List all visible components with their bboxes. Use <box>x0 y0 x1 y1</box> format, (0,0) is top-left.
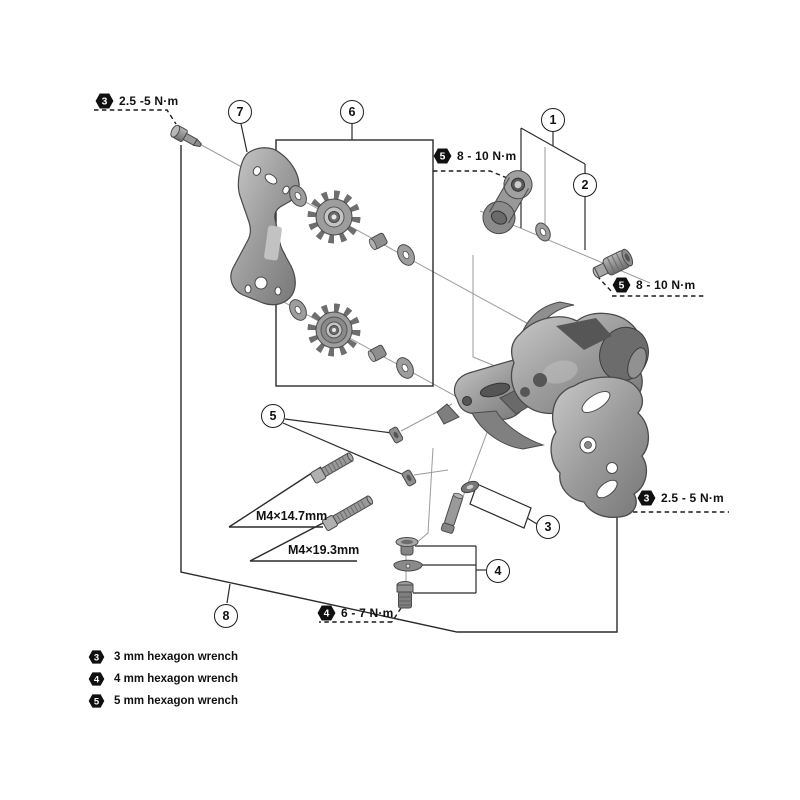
washer <box>289 299 307 321</box>
callout-leader-lines <box>226 123 586 604</box>
torque-value: 8 - 10 N·m <box>636 278 696 292</box>
cage-assembly-outline <box>180 145 618 633</box>
wrench-size: 4 <box>94 674 100 685</box>
callout-5: 5 <box>261 404 285 428</box>
hex-wrench-badge: 5 <box>612 277 631 293</box>
hex-wrench-badge: 4 <box>88 672 105 686</box>
torque-note-1: 3 2.5 -5 N·m <box>95 93 178 109</box>
wrench-size: 3 <box>102 97 108 108</box>
nut-plate <box>401 469 417 487</box>
torque-note-2: 5 8 - 10 N·m <box>433 148 516 164</box>
mount-bolt <box>592 248 634 279</box>
callout-8: 8 <box>214 604 238 628</box>
torque-note-4: 3 2.5 - 5 N·m <box>637 490 724 506</box>
callout-6: 6 <box>340 100 364 124</box>
cable-saddle-plate <box>393 559 423 572</box>
torque-note-3: 5 8 - 10 N·m <box>612 277 695 293</box>
hex-wrench-badge: 4 <box>317 605 336 621</box>
hex-wrench-badge: 3 <box>637 490 656 506</box>
hex-wrench-badge: 3 <box>88 650 105 664</box>
wrench-size: 5 <box>619 281 625 292</box>
callout-1: 1 <box>541 108 565 132</box>
torque-note-5: 4 6 - 7 N·m <box>317 605 393 621</box>
torque-value: 2.5 - 5 N·m <box>661 491 724 505</box>
axle-washer <box>535 222 551 242</box>
callout-3: 3 <box>536 515 560 539</box>
cable-cap <box>395 537 419 556</box>
washer <box>396 357 414 379</box>
hex-wrench-badge: 5 <box>88 694 105 708</box>
legend-row-5mm: 5 5 mm hexagon wrench <box>88 690 238 712</box>
wrench-size: 3 <box>644 494 650 505</box>
legend-row-3mm: 3 3 mm hexagon wrench <box>88 646 238 668</box>
adjust-screw-long <box>321 495 374 531</box>
adjust-screw-short <box>310 452 354 484</box>
callout-7: 7 <box>228 100 252 124</box>
pulley-wheel <box>307 303 361 357</box>
dimension-label-2: M4×19.3mm <box>288 543 360 557</box>
bracket-axle-link <box>482 170 533 235</box>
wrench-size: 5 <box>94 696 99 707</box>
inner-cage-plate <box>230 147 300 306</box>
pulley-wheel <box>307 190 361 244</box>
wrench-size: 4 <box>324 609 330 620</box>
washer <box>397 244 415 266</box>
stud-bolt <box>440 492 464 534</box>
hex-wrench-badge: 3 <box>95 93 114 109</box>
wrench-legend: 3 3 mm hexagon wrench 4 4 mm hexagon wre… <box>88 646 238 712</box>
nut-plate <box>388 426 404 444</box>
callout-2: 2 <box>573 173 597 197</box>
torque-value: 8 - 10 N·m <box>457 149 517 163</box>
torque-value: 2.5 -5 N·m <box>119 94 179 108</box>
legend-label: 4 mm hexagon wrench <box>114 673 238 685</box>
cone-washer <box>460 480 480 494</box>
washer <box>289 185 307 207</box>
derailleur-body <box>436 301 649 519</box>
bushing <box>367 344 387 363</box>
legend-label: 5 mm hexagon wrench <box>114 695 238 707</box>
torque-value: 6 - 7 N·m <box>341 606 394 620</box>
plate-bolt-top <box>170 124 202 148</box>
bushing <box>368 232 388 251</box>
tension-pulley-assembly <box>289 299 414 379</box>
cable-clamp-bolt <box>396 581 414 609</box>
dimension-label-1: M4×14.7mm <box>256 509 328 523</box>
wrench-size: 5 <box>440 152 446 163</box>
legend-row-4mm: 4 4 mm hexagon wrench <box>88 668 238 690</box>
guide-pulley-assembly <box>289 185 415 266</box>
legend-label: 3 mm hexagon wrench <box>114 651 238 663</box>
callout-4: 4 <box>486 559 510 583</box>
hex-wrench-badge: 5 <box>433 148 452 164</box>
wrench-size: 3 <box>94 652 99 663</box>
